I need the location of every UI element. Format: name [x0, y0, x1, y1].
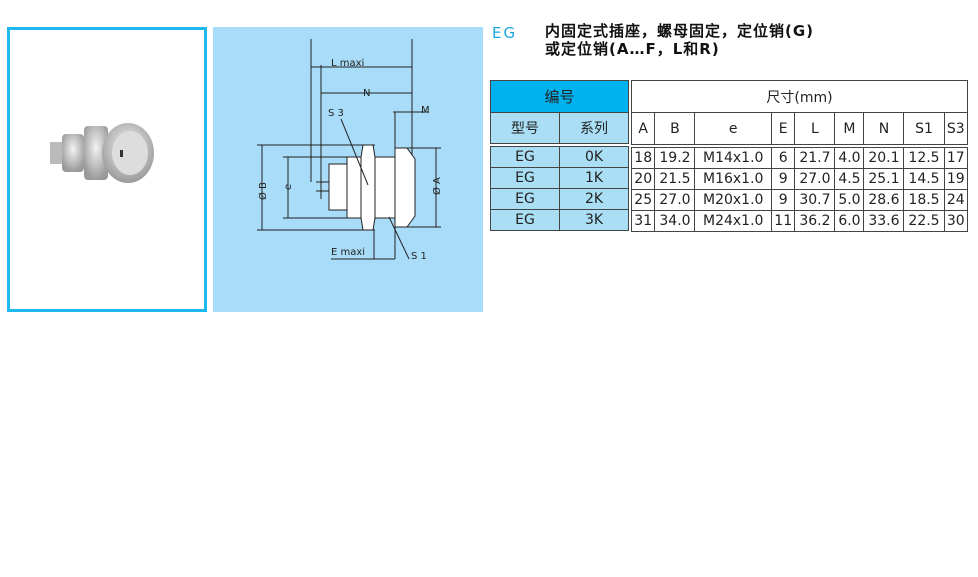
dimension-cell: 6.0	[834, 210, 865, 232]
col-model: 型号	[490, 112, 560, 144]
dimension-cell: 30	[943, 210, 969, 232]
series-cell: 3K	[559, 209, 629, 231]
col-header: N	[863, 112, 905, 145]
dimension-cell: 18.5	[903, 189, 945, 211]
dimension-cell: 19.2	[654, 147, 696, 169]
dimension-cell: 27.0	[794, 168, 836, 190]
title-line-2: 或定位销(A…F，L和R)	[545, 40, 720, 58]
col-header: S3	[943, 112, 969, 145]
dimension-cell: 5.0	[834, 189, 865, 211]
dimension-cell: 14.5	[903, 168, 945, 190]
dimensions-header: 尺寸(mm)	[631, 80, 968, 113]
connector-photo-icon	[50, 123, 154, 183]
part-number-header: 编号	[490, 80, 629, 113]
label-n: N	[363, 88, 370, 99]
dimension-cell: 20	[630, 168, 656, 190]
dimension-cell: 30.7	[794, 189, 836, 211]
series-cell: 0K	[559, 146, 629, 168]
label-dia-a: Ø A	[431, 177, 443, 195]
dimension-cell: M20x1.0	[694, 189, 772, 211]
label-m: M	[421, 105, 430, 116]
product-code: EG	[492, 24, 518, 42]
dimension-cell: 31	[630, 210, 656, 232]
dimension-cell: 12.5	[903, 147, 945, 169]
label-e: e	[283, 184, 294, 190]
dimension-cell: 27.0	[654, 189, 696, 211]
model-cell: EG	[490, 167, 560, 189]
dimension-cell: M24x1.0	[694, 210, 772, 232]
dimension-cell: 11	[770, 210, 796, 232]
col-header: L	[794, 112, 836, 145]
dimension-cell: 28.6	[863, 189, 905, 211]
model-cell: EG	[490, 146, 560, 168]
dimension-cell: 34.0	[654, 210, 696, 232]
dimension-cell: 19	[943, 168, 969, 190]
col-header: E	[770, 112, 796, 145]
series-cell: 2K	[559, 188, 629, 210]
dimension-cell: 6	[770, 147, 796, 169]
dimension-cell: 25	[630, 189, 656, 211]
dimension-cell: 33.6	[863, 210, 905, 232]
col-series: 系列	[559, 112, 629, 144]
product-title: 内固定式插座，螺母固定，定位销(G) 或定位销(A…F，L和R)	[545, 22, 814, 58]
dimension-drawing: L maxi N M S 3 S 1 E maxi Ø B Ø A e	[213, 27, 483, 312]
col-header: S1	[903, 112, 945, 145]
dimension-cell: 24	[943, 189, 969, 211]
dimension-cell: 25.1	[863, 168, 905, 190]
model-cell: EG	[490, 188, 560, 210]
dimension-cell: 17	[943, 147, 969, 169]
label-dia-b: Ø B	[257, 182, 269, 200]
dimension-cell: 21.7	[794, 147, 836, 169]
dimension-cell: 18	[630, 147, 656, 169]
dimension-cell: 9	[770, 168, 796, 190]
dimension-cell: 20.1	[863, 147, 905, 169]
col-header: A	[630, 112, 656, 145]
title-line-1: 内固定式插座，螺母固定，定位销(G)	[545, 22, 815, 40]
dimension-cell: 21.5	[654, 168, 696, 190]
dimension-cell: 22.5	[903, 210, 945, 232]
product-photo	[7, 27, 207, 312]
dimension-cell: 4.5	[834, 168, 865, 190]
dimension-cell: 9	[770, 189, 796, 211]
model-cell: EG	[490, 209, 560, 231]
label-l-maxi: L maxi	[331, 58, 364, 69]
label-s1: S 1	[411, 251, 427, 262]
col-header: M	[834, 112, 865, 145]
dimension-cell: M14x1.0	[694, 147, 772, 169]
dimension-cell: M16x1.0	[694, 168, 772, 190]
col-header: B	[654, 112, 696, 145]
col-header: e	[694, 112, 772, 145]
series-cell: 1K	[559, 167, 629, 189]
dimension-cell: 36.2	[794, 210, 836, 232]
dimension-cell: 4.0	[834, 147, 865, 169]
label-e-maxi: E maxi	[331, 247, 365, 258]
label-s3: S 3	[328, 108, 344, 119]
